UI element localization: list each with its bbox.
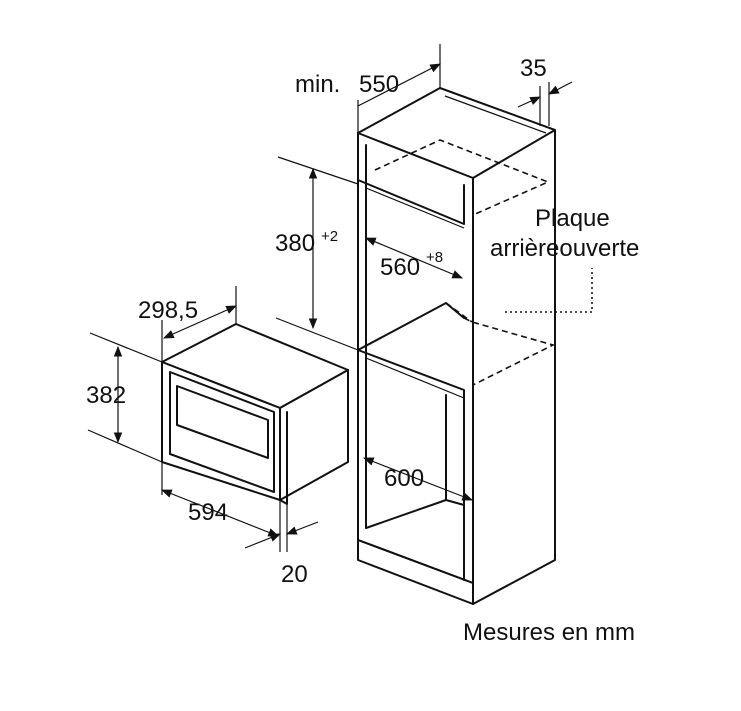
back-panel-label-line2: arrièreouverte xyxy=(490,235,639,262)
niche-height-tolerance: +2 xyxy=(321,228,338,245)
units-note: Mesures en mm xyxy=(463,619,635,646)
niche-width-value: 560 xyxy=(380,254,420,281)
appliance-height-value: 382 xyxy=(86,382,126,409)
front-offset-value: 20 xyxy=(281,561,308,588)
appliance-depth-value: 298,5 xyxy=(138,297,198,324)
appliance-width-value: 594 xyxy=(188,499,228,526)
niche-width-tolerance: +8 xyxy=(426,249,443,266)
min-depth-value: 550 xyxy=(359,71,399,98)
tall-cabinet xyxy=(357,87,593,605)
built-in-appliance xyxy=(161,323,349,505)
niche-height-value: 380 xyxy=(275,230,315,257)
rear-gap-value: 35 xyxy=(520,55,547,82)
min-depth-prefix: min. xyxy=(295,71,340,98)
cabinet-width-value: 600 xyxy=(384,465,424,492)
back-panel-label-line1: Plaque xyxy=(535,205,610,232)
dimension-lines xyxy=(87,44,573,552)
